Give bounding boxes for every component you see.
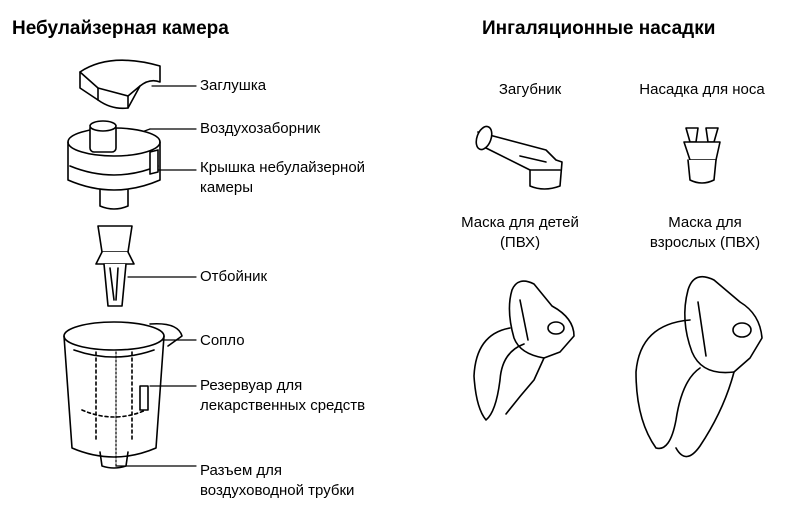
child-mask-drawing xyxy=(473,280,575,421)
label-nozzle: Сопло xyxy=(200,332,245,349)
label-baffle: Отбойник xyxy=(200,268,268,285)
label-air-tube-connector: Разъем для воздуховодной трубки xyxy=(200,462,355,499)
cap-drawing xyxy=(79,59,161,110)
adult-mask-drawing xyxy=(635,275,763,458)
label-cap: Заглушка xyxy=(200,77,267,94)
air-intake-lid-drawing xyxy=(67,120,161,210)
nebulizer-chamber-heading: Небулайзерная камера xyxy=(12,18,229,39)
inhalation-attachments-heading: Ингаляционные насадки xyxy=(482,18,716,39)
leader-lines xyxy=(115,85,197,467)
reservoir-drawing xyxy=(63,321,183,469)
label-medicine-reservoir: Резервуар для лекарственных средств xyxy=(200,377,366,414)
label-mouthpiece: Загубник xyxy=(498,81,562,98)
mouthpiece-drawing xyxy=(475,125,563,190)
label-child-mask: Маска для детей (ПВХ) xyxy=(461,214,579,251)
label-chamber-lid: Крышка небулайзерной камеры xyxy=(200,159,366,196)
label-air-intake: Воздухозаборник xyxy=(200,120,321,137)
baffle-drawing xyxy=(95,225,135,307)
nose-piece-drawing xyxy=(683,127,721,184)
label-adult-mask: Маска для взрослых (ПВХ) xyxy=(649,214,761,251)
label-nose-piece: Насадка для носа xyxy=(639,81,765,98)
